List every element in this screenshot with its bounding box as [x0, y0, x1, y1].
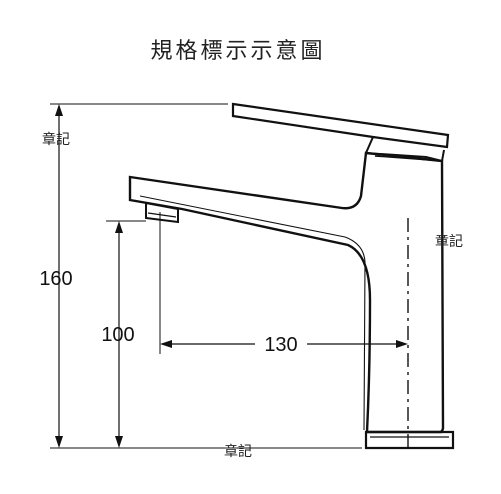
mark-bottom: 章記	[224, 443, 252, 460]
dim-100-arrow-top	[115, 221, 123, 233]
dim-130-arrow-right	[396, 340, 408, 348]
mark-right: 章記	[435, 233, 463, 250]
dim-100-arrow-bottom	[115, 436, 123, 448]
handle-joint	[364, 136, 445, 163]
spout-inner-line	[139, 195, 366, 431]
diagram-title: 規格標示示意圖	[150, 39, 325, 64]
dim-130-label: 130	[264, 334, 297, 356]
dim-160-arrow-top	[55, 104, 63, 116]
aerator	[145, 201, 179, 224]
dim-100-label: 100	[101, 324, 134, 346]
dim-160-label: 160	[39, 268, 72, 290]
dim-160-arrow-bottom	[55, 436, 63, 448]
faucet-base	[364, 430, 455, 450]
dim-130-arrow-left	[160, 340, 172, 348]
aerator-line	[147, 212, 177, 218]
faucet-body-outline	[128, 151, 445, 434]
handle-lever	[231, 102, 450, 149]
mark-top-left: 章記	[42, 131, 70, 148]
